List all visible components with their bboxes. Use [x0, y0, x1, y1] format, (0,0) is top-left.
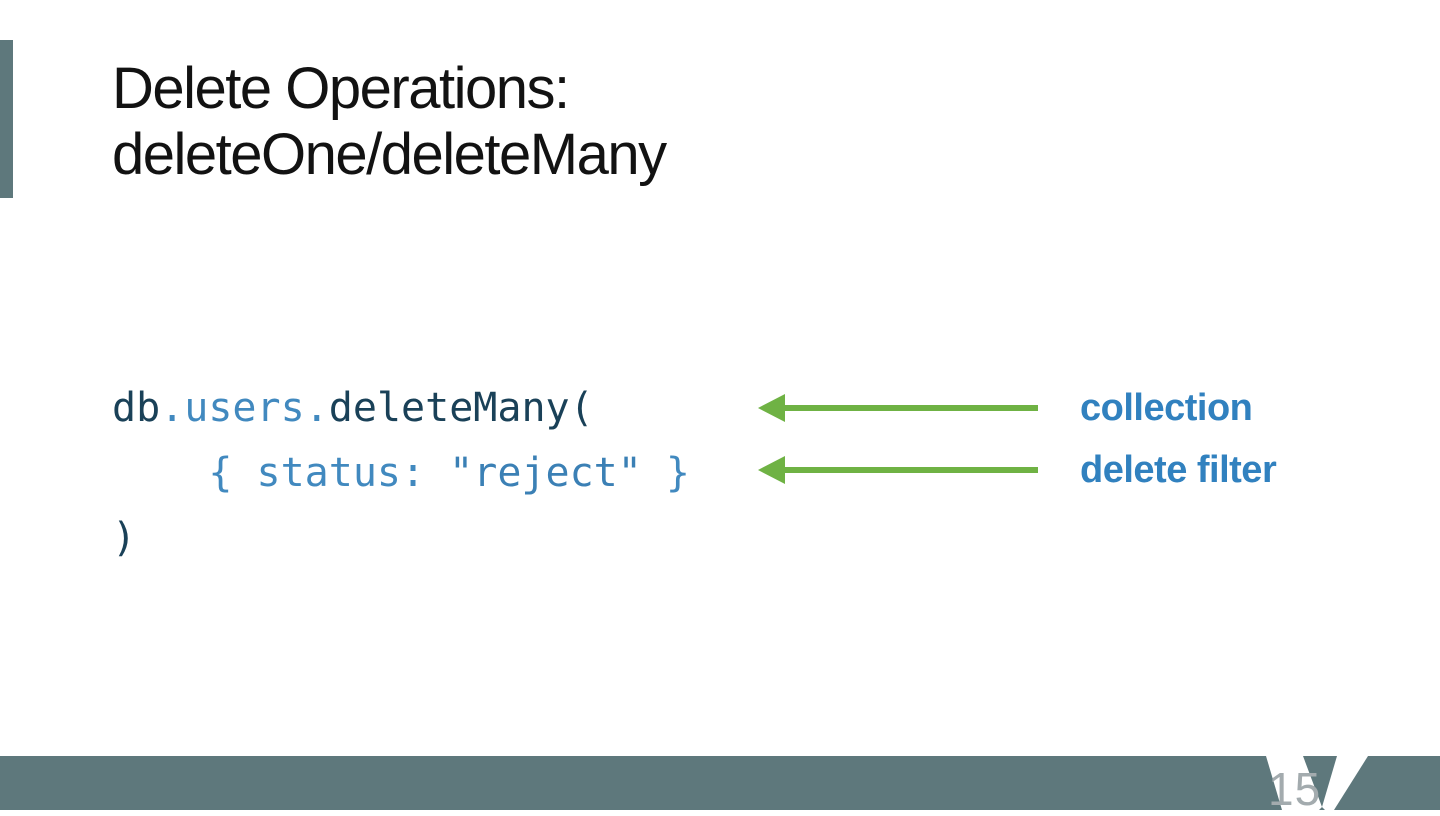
slide-title-line1: Delete Operations:: [112, 56, 570, 121]
annotation-label-delete-filter: delete filter: [1080, 448, 1277, 491]
green-left-arrow-icon: [758, 456, 1038, 484]
page-number: 15: [1268, 763, 1322, 815]
code-token: .: [160, 385, 185, 431]
slide-title-line2: deleteOne/deleteMany: [112, 122, 667, 187]
green-left-arrow-icon: [758, 394, 1038, 422]
footer-chevron-notch-right: [1322, 756, 1368, 810]
code-token: }: [641, 450, 690, 496]
code-token: ): [112, 515, 137, 561]
title-accent-bar: [0, 40, 13, 198]
code-line: { status: "reject" }: [112, 441, 690, 506]
annotation-collection: collection: [758, 386, 1253, 429]
footer-chevron-notch-left: [1266, 756, 1322, 810]
code-block: db.users.deleteMany( { status: "reject" …: [112, 376, 690, 571]
code-token: deleteMany(: [328, 385, 594, 431]
annotation-delete-filter: delete filter: [758, 448, 1277, 491]
slide-title: Delete Operations: deleteOne/deleteMany: [112, 56, 667, 188]
annotation-label-collection: collection: [1080, 386, 1253, 429]
code-token: .: [304, 385, 329, 431]
code-line: ): [112, 506, 690, 571]
code-token: db: [112, 385, 161, 431]
code-token: users: [184, 385, 305, 431]
code-line: db.users.deleteMany(: [112, 376, 690, 441]
footer-band: [0, 756, 1440, 810]
code-token: { status:: [112, 450, 450, 496]
code-token: "reject": [449, 450, 642, 496]
